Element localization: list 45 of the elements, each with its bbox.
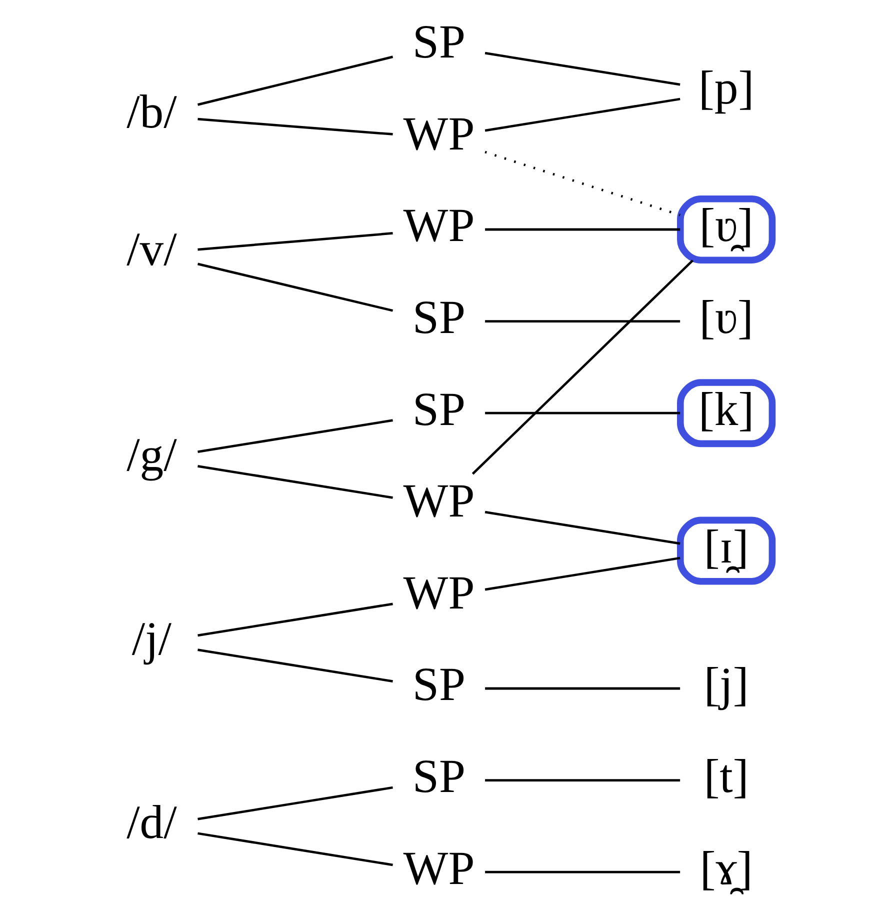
connector bbox=[484, 687, 680, 690]
connector bbox=[484, 228, 680, 231]
node-text: /v/ bbox=[126, 224, 176, 276]
node-text: /j/ bbox=[131, 613, 172, 666]
connector bbox=[197, 602, 392, 637]
connector bbox=[484, 870, 680, 874]
node-text: WP bbox=[402, 108, 474, 160]
connector bbox=[484, 412, 680, 414]
node-text: [p] bbox=[698, 62, 754, 115]
node-box: [k] bbox=[676, 379, 776, 448]
connector bbox=[197, 232, 392, 251]
node-text: /g/ bbox=[126, 430, 176, 482]
node-box: [ɪ̯] bbox=[676, 516, 776, 585]
node-text: WP bbox=[402, 842, 474, 895]
node-text: /b/ bbox=[126, 86, 176, 138]
connector bbox=[197, 118, 392, 136]
node-text: SP bbox=[412, 751, 465, 804]
connector bbox=[484, 320, 680, 322]
node-text: [ʋ] bbox=[698, 292, 753, 344]
node-text: SP bbox=[412, 292, 465, 344]
connector bbox=[484, 779, 680, 782]
node-text: [t] bbox=[703, 751, 748, 804]
connector bbox=[484, 510, 680, 545]
connector bbox=[197, 648, 392, 682]
node-text: [ɤ̯] bbox=[699, 842, 752, 895]
node-text: SP bbox=[412, 659, 465, 712]
node-text: SP bbox=[412, 16, 465, 69]
connector bbox=[484, 98, 680, 132]
connector bbox=[484, 556, 680, 591]
connector bbox=[197, 786, 392, 820]
node-text: WP bbox=[402, 567, 474, 620]
node-text: SP bbox=[412, 384, 465, 436]
node-text: WP bbox=[402, 200, 474, 252]
connector bbox=[471, 260, 694, 475]
node-text: WP bbox=[402, 476, 474, 528]
connector bbox=[484, 52, 680, 86]
node-box: [ʋ̯] bbox=[676, 196, 776, 264]
connector bbox=[197, 832, 392, 866]
node-text: /d/ bbox=[126, 796, 176, 849]
node-text: [j] bbox=[703, 659, 748, 712]
connector bbox=[197, 419, 392, 453]
connector bbox=[196, 56, 393, 106]
connector bbox=[197, 465, 392, 499]
connector bbox=[196, 262, 393, 312]
connector bbox=[484, 150, 680, 216]
